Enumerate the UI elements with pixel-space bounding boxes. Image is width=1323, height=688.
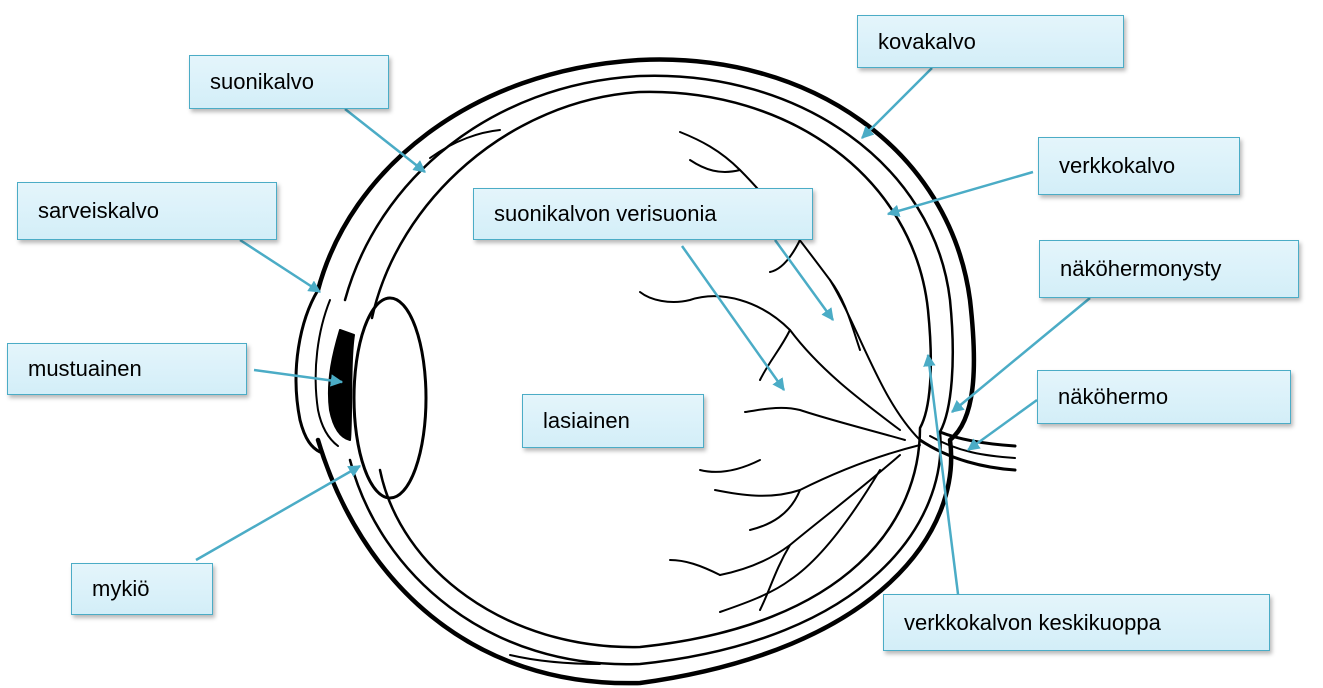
pointer-keskikuoppa (928, 355, 958, 594)
label-lasiainen: lasiainen (522, 394, 704, 448)
pointer-verkkokalvo (888, 172, 1033, 214)
vessel-lower-2 (720, 455, 900, 575)
retina-layer (372, 92, 931, 647)
vessel-main-upper (680, 132, 920, 440)
vessel-lower-7 (670, 560, 720, 575)
eyeball-outline (296, 60, 1015, 684)
vessel-lower-6 (700, 460, 760, 472)
label-mykio: mykiö (71, 563, 213, 615)
vessel-lower-1 (715, 445, 920, 496)
pointer-kovakalvo (862, 68, 932, 138)
pointer-lines (196, 68, 1090, 594)
label-suonikalvon-verisuonia: suonikalvon verisuonia (473, 188, 813, 240)
choroid-layer (345, 76, 953, 665)
label-nakohermonysty: näköhermonysty (1039, 240, 1299, 298)
label-nakohermo: näköhermo (1037, 370, 1291, 424)
pointer-mykio (196, 466, 360, 560)
label-mustuainen: mustuainen (7, 343, 247, 395)
label-sarveiskalvo: sarveiskalvo (17, 182, 277, 240)
pointer-nakohermo (968, 400, 1037, 450)
label-verkkokalvo: verkkokalvo (1038, 137, 1240, 195)
iris-pupil (329, 330, 354, 440)
vessel-mid-2 (760, 330, 790, 380)
pointer-verisuonia-1 (775, 240, 833, 320)
label-verkkokalvon-keskikuoppa: verkkokalvon keskikuoppa (883, 594, 1270, 651)
pointer-mustuainen (254, 370, 342, 382)
label-kovakalvo: kovakalvo (857, 15, 1124, 68)
label-suonikalvo: suonikalvo (189, 55, 389, 109)
pointer-verisuonia-2 (682, 246, 784, 390)
vessel-upper-branch-3 (830, 280, 860, 350)
pointer-suonikalvo (345, 109, 425, 172)
vessel-mid-3 (745, 408, 905, 440)
pointer-sarveiskalvo (240, 240, 320, 292)
lens (354, 298, 426, 498)
